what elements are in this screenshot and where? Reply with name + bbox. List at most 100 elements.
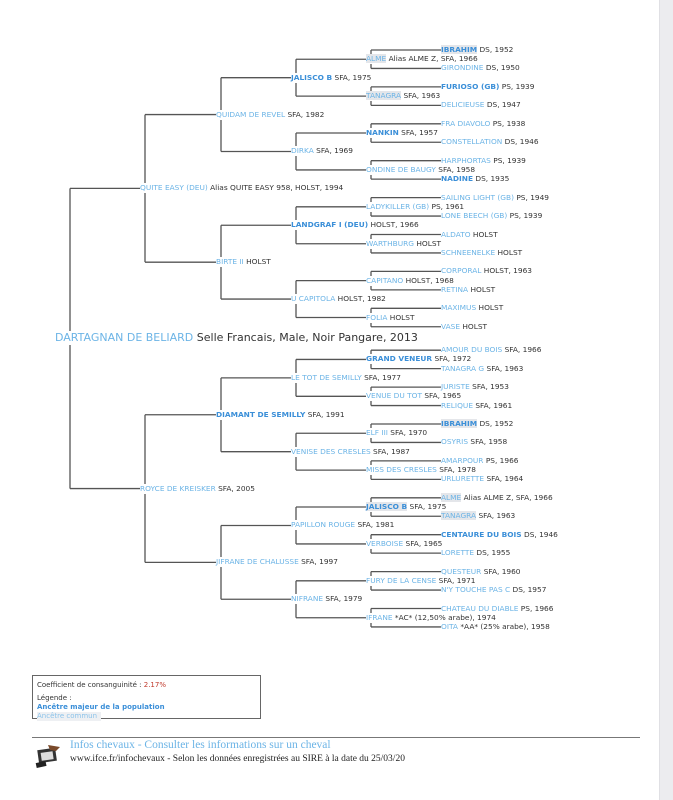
horse-name-link[interactable]: VASE (441, 321, 460, 331)
horse-name-link[interactable]: MAXIMUS (441, 303, 477, 313)
horse-name-link[interactable]: LADYKILLER (GB) (366, 201, 430, 211)
horse-name-link[interactable]: CENTAURE DU BOIS (441, 529, 522, 539)
horse-name-link[interactable]: DIRKA (291, 146, 314, 156)
ancestor-entry: OSYRIS SFA, 1958 (441, 437, 509, 448)
horse-name-link[interactable]: LANDGRAF I (DEU) (291, 220, 369, 230)
horse-info: Selle Francais, Male, Noir Pangare, 2013 (196, 331, 418, 345)
horse-name-link[interactable]: AMARPOUR (441, 455, 484, 465)
horse-name-link[interactable]: MISS DES CRESLES (366, 465, 437, 475)
horse-name-link[interactable]: URLURETTE (441, 474, 485, 484)
ancestor-entry: DIRKA SFA, 1969 (291, 146, 354, 157)
horse-name-link[interactable]: HARPHORTAS (441, 155, 491, 165)
horse-name-link[interactable]: VENUE DU TOT (366, 391, 422, 401)
horse-name-link[interactable]: TANAGRA G (441, 363, 485, 373)
horse-info: PS, 1939 (509, 211, 543, 221)
horse-name-link[interactable]: JURISTE (441, 382, 470, 392)
horse-name-link[interactable]: DELICIEUSE (441, 100, 485, 110)
ancestor-entry: CORPORAL HOLST, 1963 (441, 266, 533, 277)
horse-info: Alias ALME Z, SFA, 1966 (388, 54, 478, 64)
horse-name-link[interactable]: OSYRIS (441, 437, 469, 447)
horse-name-link[interactable]: ALME (441, 492, 462, 502)
ancestor-entry: VENUE DU TOT SFA, 1965 (366, 391, 463, 402)
horse-name-link[interactable]: VENISE DES CRESLES (291, 446, 371, 456)
ancestor-entry: IFRANE *AC* (12,50% arabe), 1974 (366, 612, 497, 623)
horse-info: SFA, 1971 (438, 575, 476, 585)
horse-name-link[interactable]: QUIDAM DE REVEL (216, 109, 286, 119)
ancestor-entry: LANDGRAF I (DEU) HOLST, 1966 (291, 220, 420, 231)
horse-info: PS, 1939 (493, 155, 526, 165)
horse-name-link[interactable]: QUITE EASY (DEU) (140, 183, 208, 193)
horse-name-link[interactable]: CONSTELLATION (441, 137, 503, 147)
horse-name-link[interactable]: N'Y TOUCHE PAS C (441, 585, 511, 595)
horse-name-link[interactable]: IBRAHIM (441, 45, 478, 54)
ancestor-entry: WARTHBURG HOLST (366, 238, 443, 249)
horse-name-link[interactable]: NADINE (441, 174, 474, 184)
horse-info: DS, 1946 (524, 529, 558, 539)
ancestor-entry: NADINE DS, 1935 (441, 174, 511, 185)
horse-name-link[interactable]: SAILING LIGHT (GB) (441, 192, 514, 202)
horse-name-link[interactable]: NIFRANE (291, 594, 324, 604)
horse-name-link[interactable]: CAPITANO (366, 275, 404, 285)
horse-name-link[interactable]: AMOUR DU BOIS (441, 345, 503, 355)
horse-name-link[interactable]: LONE BEECH (GB) (441, 211, 508, 221)
horse-name-link[interactable]: DARTAGNAN DE BELIARD (55, 331, 194, 345)
horse-name-link[interactable]: GIRONDINE (441, 63, 484, 73)
horse-name-link[interactable]: LORETTE (441, 548, 475, 558)
infochevaux-link[interactable]: Infos chevaux - Consulter les informatio… (70, 739, 331, 751)
horse-name-link[interactable]: TANAGRA (366, 91, 402, 101)
horse-info: DS, 1957 (512, 585, 547, 595)
horse-name-link[interactable]: RETINA (441, 284, 469, 294)
horse-name-link[interactable]: GRAND VENEUR (366, 354, 433, 364)
horse-name-link[interactable]: JALISCO B (366, 502, 408, 512)
horse-info: SFA, 1957 (401, 128, 438, 138)
horse-name-link[interactable]: IFRANE (366, 612, 393, 622)
ancestor-entry: SCHNEENELKE HOLST (441, 247, 524, 258)
horse-name-link[interactable]: VERBOISE (366, 538, 404, 548)
ancestor-entry: IBRAHIM DS, 1952 (441, 45, 515, 55)
horse-name-link[interactable]: SCHNEENELKE (441, 247, 496, 257)
horse-name-link[interactable]: FURY DE LA CENSE (366, 575, 437, 585)
horse-info: SFA, 1997 (301, 557, 338, 567)
horse-name-link[interactable]: CHATEAU DU DIABLE (441, 603, 519, 613)
horse-info: SFA, 1966 (504, 345, 542, 355)
horse-name-link[interactable]: U CAPITOLA (291, 294, 336, 304)
horse-name-link[interactable]: FRA DIAVOLO (441, 118, 491, 128)
horse-name-link[interactable]: IBRAHIM (441, 419, 478, 428)
horse-name-link[interactable]: RELIQUE (441, 400, 473, 410)
horse-info: SFA, 1965 (424, 391, 462, 401)
ancestor-entry: TANAGRA G SFA, 1963 (441, 363, 525, 374)
ancestor-entry: URLURETTE SFA, 1964 (441, 474, 525, 485)
horse-name-link[interactable]: ALME (366, 54, 387, 64)
horse-name-link[interactable]: ALDATO (441, 229, 471, 239)
ancestor-entry: FURIOSO (GB) PS, 1939 (441, 81, 536, 92)
horse-name-link[interactable]: FOLIA (366, 312, 388, 322)
horse-name-link[interactable]: CORPORAL (441, 266, 482, 276)
horse-name-link[interactable]: PAPILLON ROUGE (291, 520, 356, 530)
ancestor-entry: CAPITANO HOLST, 1968 (366, 275, 455, 286)
ancestor-entry: DIAMANT DE SEMILLY SFA, 1991 (216, 409, 346, 420)
horse-name-link[interactable]: QUESTEUR (441, 566, 482, 576)
horse-name-link[interactable]: TANAGRA (441, 511, 477, 521)
scrollbar-track[interactable] (659, 0, 673, 800)
coefficient-value: 2.17% (143, 681, 166, 689)
horse-name-link[interactable]: LE TOT DE SEMILLY (291, 372, 362, 382)
ancestor-entry: VENISE DES CRESLES SFA, 1987 (291, 446, 411, 457)
horse-name-link[interactable]: JALISCO B (291, 72, 333, 82)
horse-name-link[interactable]: NANKIN (366, 128, 399, 138)
horse-name-link[interactable]: WARTHBURG (366, 238, 414, 248)
horse-name-link[interactable]: JIFRANE DE CHALUSSE (216, 557, 299, 567)
horse-name-link[interactable]: FURIOSO (GB) (441, 81, 500, 91)
horse-name-link[interactable]: ONDINE DE BAUGY (366, 164, 436, 174)
horse-name-link[interactable]: BIRTE II (216, 257, 244, 267)
horse-info: DS, 1947 (486, 100, 521, 110)
horse-name-link[interactable]: ROYCE DE KREISKER (140, 483, 216, 493)
horse-info: DS, 1935 (475, 174, 510, 184)
coefficient-label: Coefficient de consanguinité : (37, 681, 144, 689)
horse-name-link[interactable]: OITA (441, 621, 458, 631)
horse-info: HOLST (462, 321, 488, 331)
horse-info: HOLST, 1982 (337, 294, 386, 304)
horse-name-link[interactable]: DIAMANT DE SEMILLY (216, 409, 306, 419)
horse-name-link[interactable]: ELF III (366, 428, 388, 438)
horse-info: HOLST, 1963 (483, 266, 532, 276)
horse-info: SFA, 1977 (364, 372, 401, 382)
